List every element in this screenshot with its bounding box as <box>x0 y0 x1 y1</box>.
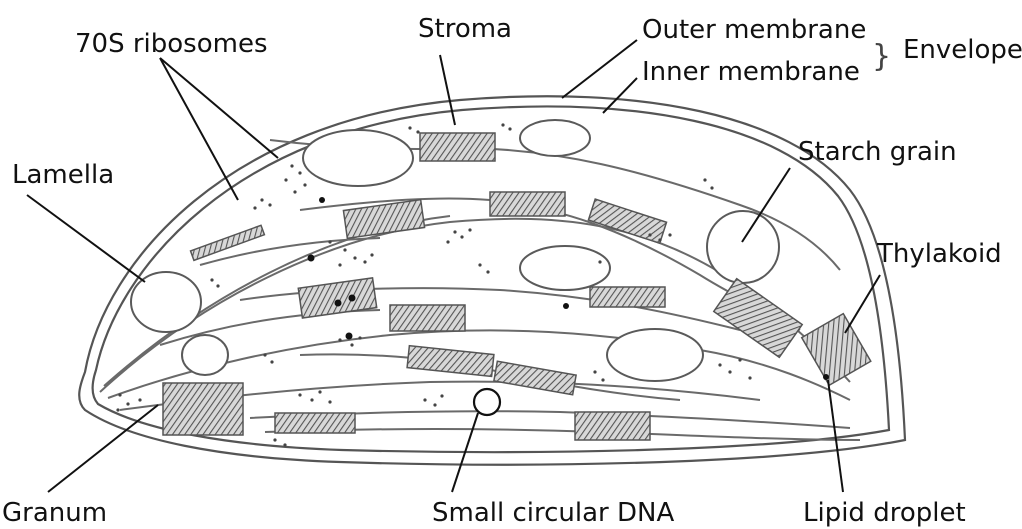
label-thylakoid: Thylakoid <box>876 239 1002 269</box>
envelope-brace: } <box>872 39 891 74</box>
label-inner-membrane: Inner membrane <box>642 57 860 87</box>
small-circular-dna <box>474 389 500 415</box>
label-70s-ribosomes: 70S ribosomes <box>75 29 268 59</box>
label-envelope: Envelope <box>903 35 1022 65</box>
label-outer-membrane: Outer membrane <box>642 15 866 45</box>
label-granum: Granum <box>2 498 107 528</box>
label-lamella: Lamella <box>12 160 114 190</box>
thylakoid <box>802 314 871 386</box>
label-small-circular-dna: Small circular DNA <box>432 498 674 528</box>
label-starch-grain: Starch grain <box>798 137 957 167</box>
label-stroma: Stroma <box>418 14 512 44</box>
label-lipid-droplet: Lipid droplet <box>803 498 966 528</box>
